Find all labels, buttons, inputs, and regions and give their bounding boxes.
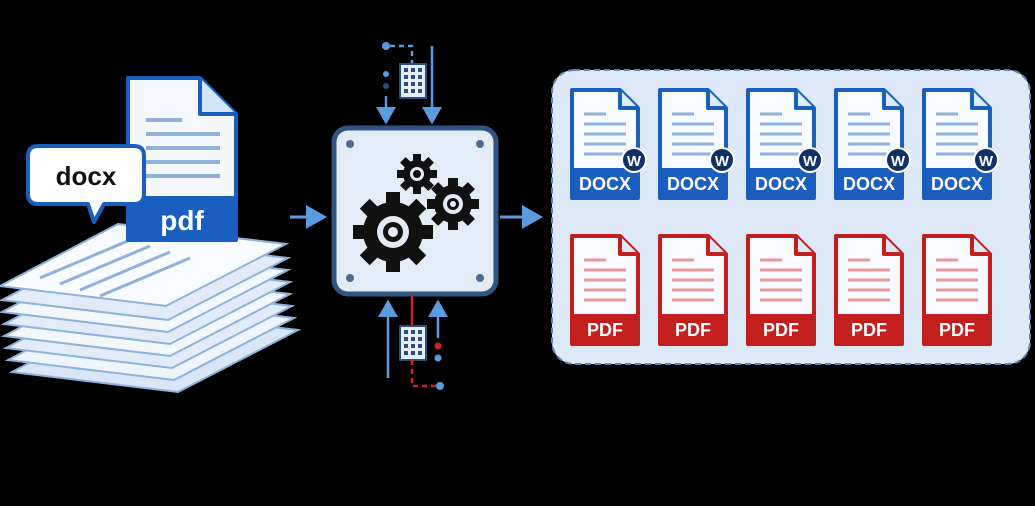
gears-icon [353,154,479,272]
word-badge-letter: W [627,153,642,170]
docx-file-icon: DOCX W [834,88,911,200]
pdf-file-icon: PDF [658,234,728,346]
processor-top-connectors [376,42,442,125]
file-type-label: DOCX [579,174,631,194]
document-stack [0,222,302,394]
docx-file-icon: DOCX W [570,88,647,200]
pdf-document-icon: pdf [126,76,238,242]
file-type-label: PDF [851,320,887,340]
word-badge-icon: W [709,147,735,173]
pdf-file-icon: PDF [570,234,640,346]
word-badge-letter: W [803,153,818,170]
docx-label: docx [56,161,117,191]
docx-file-icon: DOCX W [658,88,735,200]
file-type-label: DOCX [755,174,807,194]
word-badge-letter: W [979,153,994,170]
file-type-label: DOCX [931,174,983,194]
output-files: DOCX W DOCX W DOCX W DOCX W DOCX W PDF PDF PDF PDF PDF [570,88,999,346]
file-type-label: PDF [675,320,711,340]
file-type-label: DOCX [843,174,895,194]
docx-file-icon: DOCX W [746,88,823,200]
word-badge-icon: W [973,147,999,173]
word-badge-icon: W [797,147,823,173]
pdf-file-icon: PDF [834,234,904,346]
processor-bottom-connectors [378,296,448,390]
file-type-label: PDF [587,320,623,340]
word-badge-letter: W [715,153,730,170]
docx-file-icon: DOCX W [922,88,999,200]
word-badge-letter: W [891,153,906,170]
file-type-label: PDF [763,320,799,340]
file-type-label: PDF [939,320,975,340]
word-badge-icon: W [885,147,911,173]
pdf-label: pdf [160,205,204,236]
docx-callout: docx [26,144,146,224]
word-badge-icon: W [621,147,647,173]
pdf-file-icon: PDF [746,234,816,346]
pdf-file-icon: PDF [922,234,992,346]
file-type-label: DOCX [667,174,719,194]
